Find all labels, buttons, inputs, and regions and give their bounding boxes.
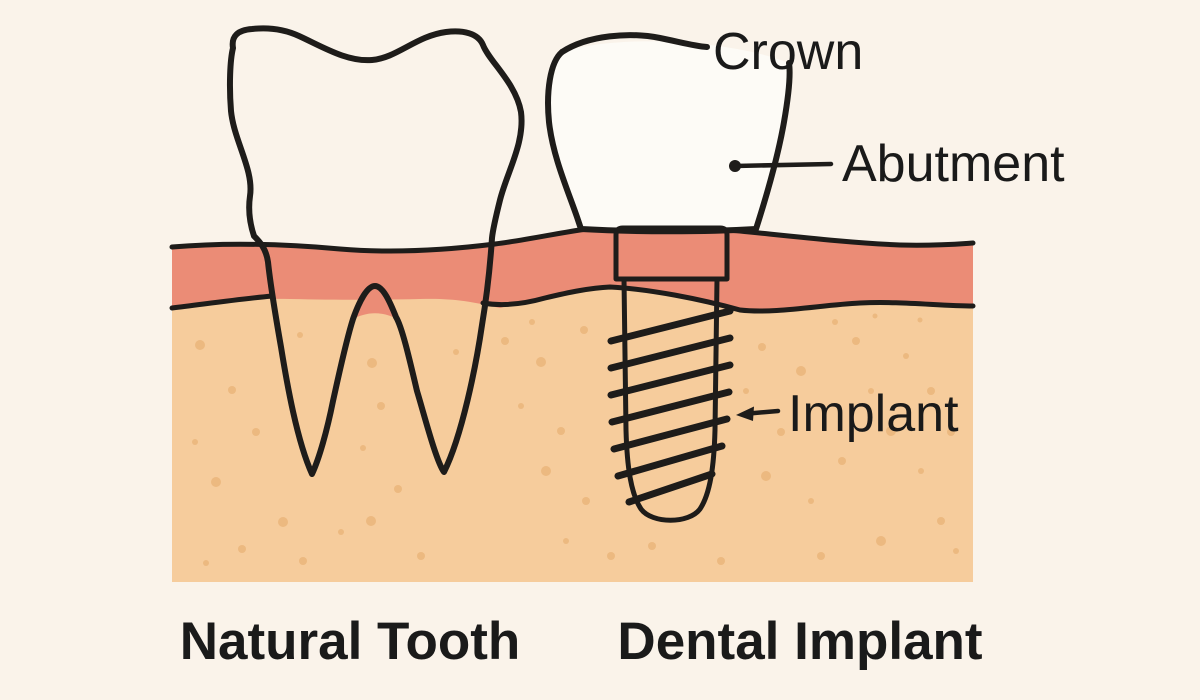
abutment-leader-line xyxy=(732,161,834,169)
abutment-label: Abutment xyxy=(842,135,1065,193)
implant-screw-threads xyxy=(607,307,734,506)
implant-crown-shape xyxy=(548,41,790,232)
crown-label: Crown xyxy=(713,23,863,81)
natural-tooth-shape xyxy=(226,25,525,477)
implant-label: Implant xyxy=(788,385,959,443)
caption-dental-implant: Dental Implant xyxy=(617,612,982,671)
caption-natural-tooth: Natural Tooth xyxy=(180,612,521,671)
implant-leader-arrow xyxy=(736,406,754,421)
bone-speckles xyxy=(192,313,959,566)
jawbone-outline-left xyxy=(169,293,275,311)
crown-leader-line xyxy=(559,32,710,55)
implant-leader-line xyxy=(746,408,781,416)
abutment-shape xyxy=(613,225,730,282)
jawbone-outline-right xyxy=(480,284,976,314)
implant-crown-outline xyxy=(545,49,793,235)
